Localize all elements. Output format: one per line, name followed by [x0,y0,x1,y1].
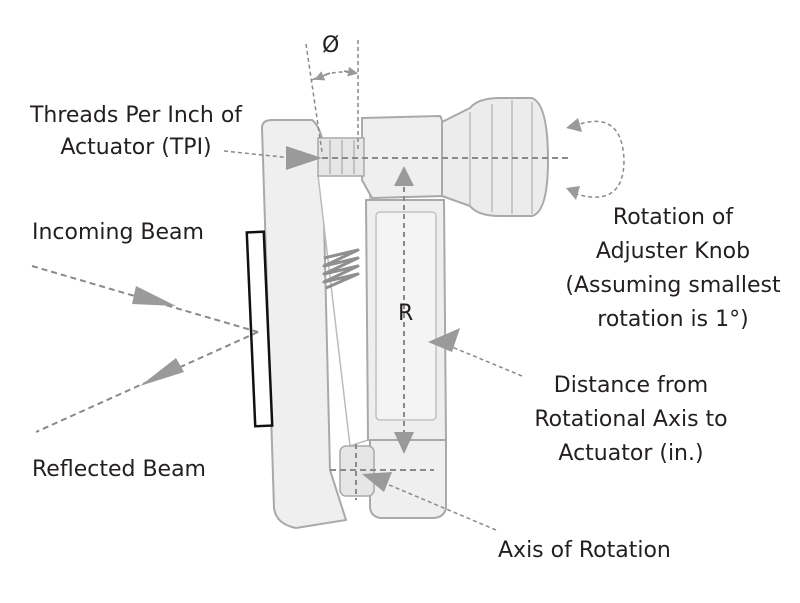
rotation-label-line-2: Adjuster Knob [595,239,751,264]
rear-plate-inset [375,211,437,421]
spring [322,248,360,290]
reflected-beam-label: Reflected Beam [32,457,206,482]
pivot-block [369,439,447,519]
rotation-arrow [573,120,625,198]
radius-label: R [398,301,414,326]
incoming-beam-label: Incoming Beam [32,220,204,245]
diameter-label: Ø [322,33,340,58]
rotation-label-line-4: rotation is 1°) [597,307,749,332]
tpi-leader [223,150,293,159]
distance-label-line-2: Rotational Axis to [534,407,728,432]
axis-leader [367,475,497,531]
distance-leader [439,341,523,377]
mirror [245,230,274,428]
tpi-label-line-2: Actuator (TPI) [60,135,212,160]
distance-label-line-3: Actuator (in.) [558,441,704,466]
distance-label-line-1: Distance from [553,373,709,398]
rotation-label-line-3: (Assuming smallest [565,273,781,298]
rotation-label-line-1: Rotation of [612,205,734,230]
axis-of-rotation-label: Axis of Rotation [498,538,671,563]
tpi-label-line-1: Threads Per Inch of [29,103,243,128]
